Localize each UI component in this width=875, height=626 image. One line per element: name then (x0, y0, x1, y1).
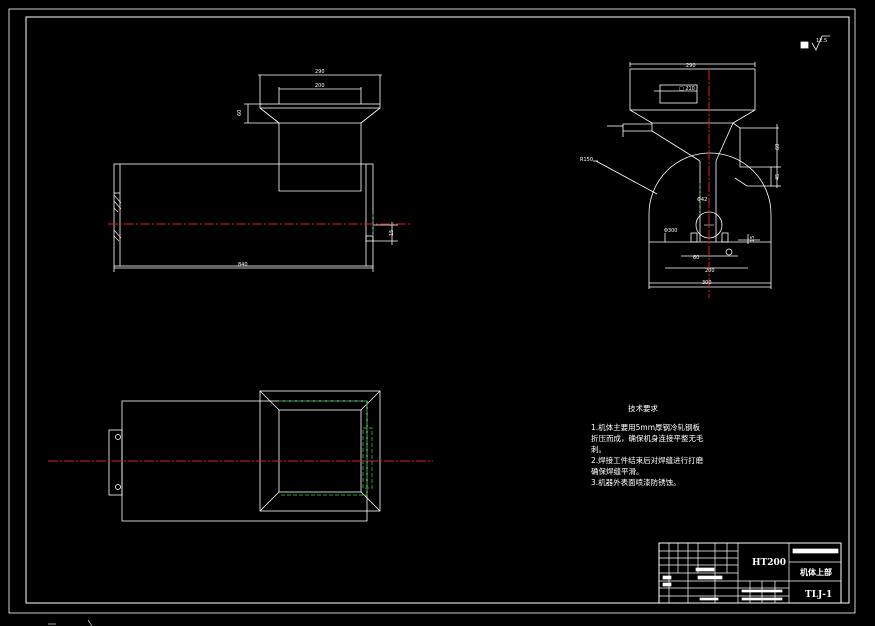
dim-side-inner-small: 60 (693, 255, 699, 261)
dim-side-right-height: 60 (775, 144, 781, 150)
dim-side-right-offset: 15 (750, 236, 756, 242)
title-block-material: HT200 (752, 558, 786, 568)
front-view (113, 74, 398, 272)
top-view-hidden-lines (279, 400, 373, 496)
tech-req-line-6: 3.机器外表面喷漆防锈蚀。 (591, 477, 681, 487)
tech-req-line-4: 2.焊接工件结束后对焊缝进行打磨 (591, 455, 704, 465)
dim-top-height: 60 (237, 110, 243, 116)
tech-req-line-2: 折压而成，确保机身连接平整无毛 (591, 433, 704, 443)
tech-req-title: 技术要求 (628, 403, 658, 413)
title-block-part-name: 机体上部 (800, 567, 832, 577)
roughness-symbol: 12.5 (800, 35, 830, 51)
title-block (658, 542, 842, 604)
dim-side-slot: □ 210 (679, 86, 695, 92)
tech-req-line-1: 1.机体主要用5mm厚钢冷轧钢板 (591, 422, 701, 432)
dim-side-inner: 200 (705, 268, 715, 274)
dim-top-outer: 290 (315, 69, 325, 75)
dim-top-inner: 200 (315, 83, 325, 89)
title-block-drawing-number: TLJ-1 (805, 590, 832, 600)
dim-body-length: 840 (238, 262, 248, 268)
technical-requirements: 技术要求 1.机体主要用5mm厚钢冷轧钢板 折压而成，确保机身连接平整无毛 刺。… (591, 403, 704, 487)
dim-side-hole: Φ42 (697, 197, 707, 203)
tech-req-line-5: 确保焊缝平滑。 (591, 466, 644, 476)
tech-req-line-3: 刺。 (591, 445, 606, 454)
cursor-mark (48, 619, 93, 626)
drawing-frame (8, 8, 856, 614)
dim-side-top-width: 290 (686, 63, 696, 69)
dim-side-base: 300 (702, 280, 712, 286)
dim-side-radius: R150 (580, 157, 593, 163)
roughness-value: 12.5 (816, 38, 827, 44)
side-view (593, 62, 781, 289)
dim-side-hole-small: Φ300 (664, 228, 677, 234)
dim-side-right-height-2: 45 (775, 174, 781, 180)
dim-offset: 15 (389, 230, 395, 236)
